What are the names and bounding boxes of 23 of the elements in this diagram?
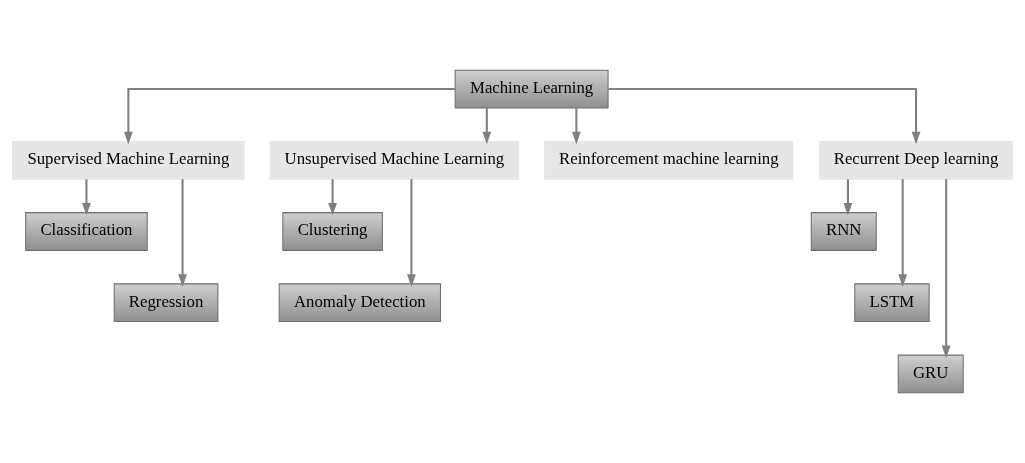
node-box: Recurrent Deep learning <box>819 140 1013 180</box>
node-box: Regression <box>113 283 219 323</box>
arrow <box>82 179 91 216</box>
node-box: Reinforcement machine learning <box>544 140 794 180</box>
arrow <box>843 179 853 216</box>
node-box: Unsupervised Machine Learning <box>269 140 520 180</box>
node-box: Machine Learning <box>454 69 609 109</box>
node-box: RNN <box>810 212 877 251</box>
arrow <box>407 179 416 287</box>
arrow <box>572 108 581 145</box>
arrow <box>328 179 337 216</box>
node-box: LSTM <box>854 283 930 323</box>
arrow <box>898 179 908 287</box>
node-box: Classification <box>25 212 148 251</box>
node-box: Anomaly Detection <box>278 283 441 323</box>
arrow <box>178 179 187 287</box>
node-box: GRU <box>897 354 964 394</box>
arrow <box>941 179 951 359</box>
arrow <box>123 88 455 145</box>
arrow <box>608 88 921 145</box>
node-box: Clustering <box>282 212 383 251</box>
arrow <box>482 108 492 145</box>
node-box: Supervised Machine Learning <box>12 140 245 180</box>
